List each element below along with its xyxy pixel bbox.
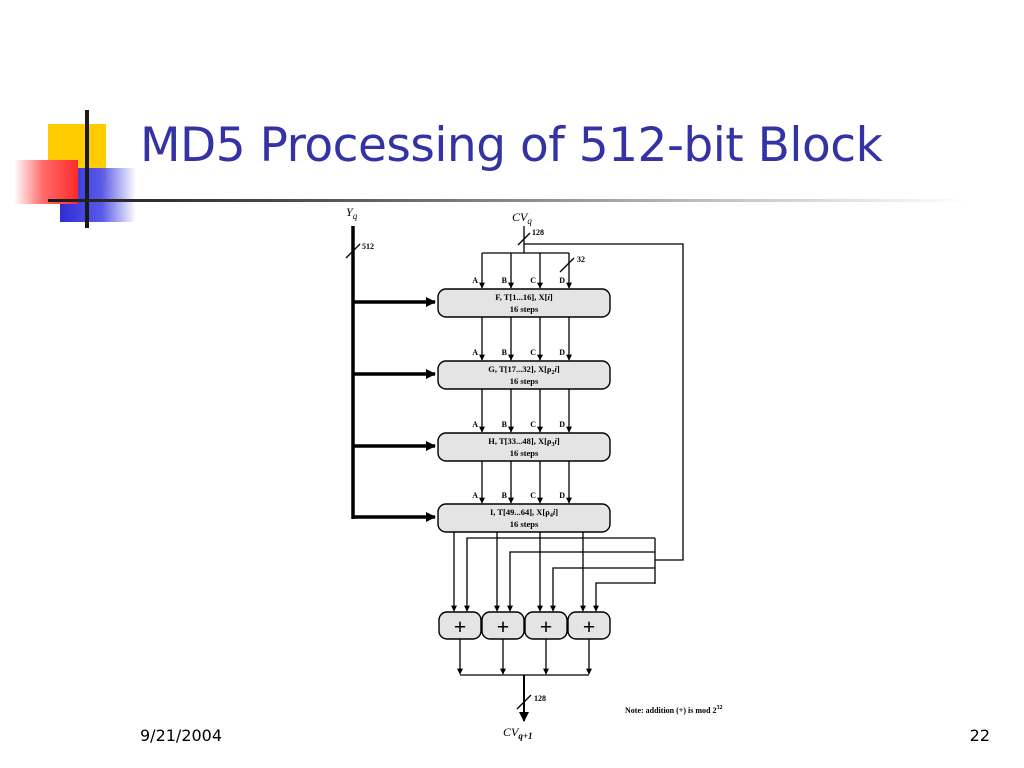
yq-bit-width: 512 [362,242,374,251]
register-label-d-round-4: D [559,491,565,500]
adder-1-sign: + [454,614,467,639]
register-label-c-round-2: C [530,348,536,357]
chain-out-label: CVq+1 [503,725,532,741]
title-underline [48,199,968,202]
round-box-4: I, T[49...64], X[ρ4i] 16 steps [437,503,611,533]
round1-input-arrows [479,253,572,289]
cvq-feed-forward [524,243,684,561]
feed-forward-arrows [464,537,656,612]
register-label-a-round-4: A [472,491,478,500]
register-label-a-round-3: A [472,420,478,429]
round-box-2: G, T[17...32], X[ρ2i] 16 steps [437,360,611,390]
round-1-steps: 16 steps [510,304,539,314]
cv-out-bit-width: 128 [534,694,546,703]
yq-round-arrows [353,297,436,522]
adder-3-sign: + [540,614,553,639]
cvq-bit-width: 128 [532,228,544,237]
register-label-b-round-4: B [502,491,508,500]
inter-round-arrows [479,317,572,504]
slide-number: 22 [969,726,990,745]
word-bits-label: 32 [577,255,585,264]
adder-row: + + + + [438,611,611,640]
round-box-1: F, T[1...16], X[i] 16 steps [437,288,611,318]
round-2-rect [437,360,611,390]
round-4-rect [437,503,611,533]
adder-4-sign: + [583,614,596,639]
register-label-c-round-3: C [530,420,536,429]
word-bits-slash [559,257,575,273]
round-4-steps: 16 steps [510,519,539,529]
register-label-d-round-3: D [559,420,565,429]
round-3-rect [437,432,611,462]
slide-title: MD5 Processing of 512-bit Block [140,118,883,173]
register-label-a-round-1: A [472,276,478,285]
footer-date: 9/21/2004 [140,726,223,745]
decor-vertical-line [85,110,89,228]
decor-red-square [14,160,78,204]
yq-bus-slash [345,243,361,259]
round-1-label: F, T[1...16], X[i] [495,292,553,302]
input-block-label: Yq [346,205,358,221]
register-label-b-round-1: B [502,276,508,285]
chain-in-label: CVq [512,210,532,226]
register-label-d-round-2: D [559,348,565,357]
round4-output-arrows [451,532,586,612]
register-labels: A B C D A B C D A B C D A B C D [472,276,565,500]
round-2-steps: 16 steps [510,376,539,386]
round-3-steps: 16 steps [510,448,539,458]
round-3-label: H, T[33...48], X[ρ3i] [488,436,560,448]
round-box-3: H, T[33...48], X[ρ3i] 16 steps [437,432,611,462]
modulo-note: Note: addition (+) is mod 232 [625,705,722,715]
register-label-b-round-2: B [502,348,508,357]
register-label-c-round-4: C [530,491,536,500]
round-4-label: I, T[49...64], X[ρ4i] [490,507,558,519]
round-2-label: G, T[17...32], X[ρ2i] [488,364,560,376]
register-label-b-round-3: B [502,420,508,429]
round-1-rect [437,288,611,318]
register-label-a-round-2: A [472,348,478,357]
output-merge [457,639,592,722]
register-label-d-round-1: D [559,276,565,285]
register-label-c-round-1: C [530,276,536,285]
adder-2-sign: + [497,614,510,639]
cvq-input-slash [517,232,531,246]
